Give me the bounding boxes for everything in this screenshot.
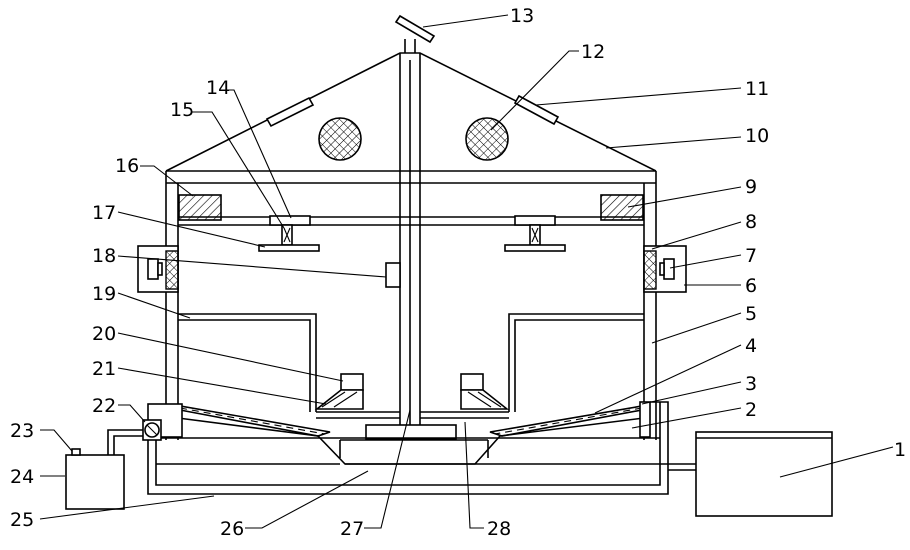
central-shaft — [400, 53, 420, 425]
label-27: 27 — [340, 518, 364, 540]
side-vent-right — [644, 246, 686, 292]
roof-solar-panel-right — [515, 96, 558, 124]
label-17: 17 — [92, 202, 116, 224]
cross-beam — [178, 217, 644, 225]
leader-19 — [118, 293, 190, 318]
label-26: 26 — [220, 518, 244, 540]
leader-12 — [491, 51, 579, 130]
leader-10 — [606, 137, 741, 148]
label-4: 4 — [745, 335, 757, 357]
roof-solar-panel-left — [267, 98, 313, 126]
label-11: 11 — [745, 78, 769, 100]
label-19: 19 — [92, 283, 116, 305]
label-22: 22 — [92, 395, 116, 417]
label-24: 24 — [10, 466, 34, 488]
feed-container — [660, 432, 832, 516]
leader-23 — [40, 430, 72, 451]
roof — [166, 53, 656, 183]
label-28: 28 — [487, 518, 511, 540]
leader-5 — [652, 313, 741, 343]
label-9: 9 — [745, 176, 757, 198]
label-12: 12 — [581, 41, 605, 63]
label-21: 21 — [92, 358, 116, 380]
label-10: 10 — [745, 125, 769, 147]
heater-block-right — [601, 195, 643, 220]
leader-11 — [536, 88, 741, 105]
label-2: 2 — [745, 399, 757, 421]
hanging-fan-left — [259, 216, 319, 251]
feeder-right — [461, 374, 507, 409]
label-1: 1 — [894, 439, 906, 461]
water-tank — [66, 430, 143, 509]
leader-13 — [423, 15, 508, 27]
label-15: 15 — [170, 99, 194, 121]
label-8: 8 — [745, 211, 757, 233]
label-16: 16 — [115, 155, 139, 177]
hanging-fan-right — [505, 216, 565, 251]
weather-vane — [396, 16, 434, 53]
leader-14 — [226, 90, 291, 218]
valve — [143, 420, 161, 440]
label-5: 5 — [745, 303, 757, 325]
leader-8 — [652, 222, 741, 249]
leader-9 — [628, 187, 741, 207]
heater-block-left — [179, 195, 221, 220]
wall-right — [644, 171, 656, 440]
vent-fan-right — [466, 118, 508, 160]
sensor — [386, 263, 400, 287]
vent-fan-left — [319, 118, 361, 160]
nest-box-left — [178, 314, 316, 412]
label-18: 18 — [92, 245, 116, 267]
floor-plate — [316, 412, 509, 418]
label-6: 6 — [745, 275, 757, 297]
label-20: 20 — [92, 323, 116, 345]
label-7: 7 — [745, 245, 757, 267]
label-14: 14 — [206, 77, 230, 99]
label-13: 13 — [510, 5, 534, 27]
leader-3 — [642, 382, 741, 404]
wall-left — [166, 171, 178, 440]
label-3: 3 — [745, 373, 757, 395]
label-25: 25 — [10, 509, 34, 531]
leader-22 — [118, 405, 145, 422]
label-23: 23 — [10, 420, 34, 442]
collection-funnel — [178, 418, 644, 464]
side-vent-left — [138, 246, 178, 292]
nest-box-right — [509, 314, 644, 412]
leader-21 — [118, 368, 326, 404]
